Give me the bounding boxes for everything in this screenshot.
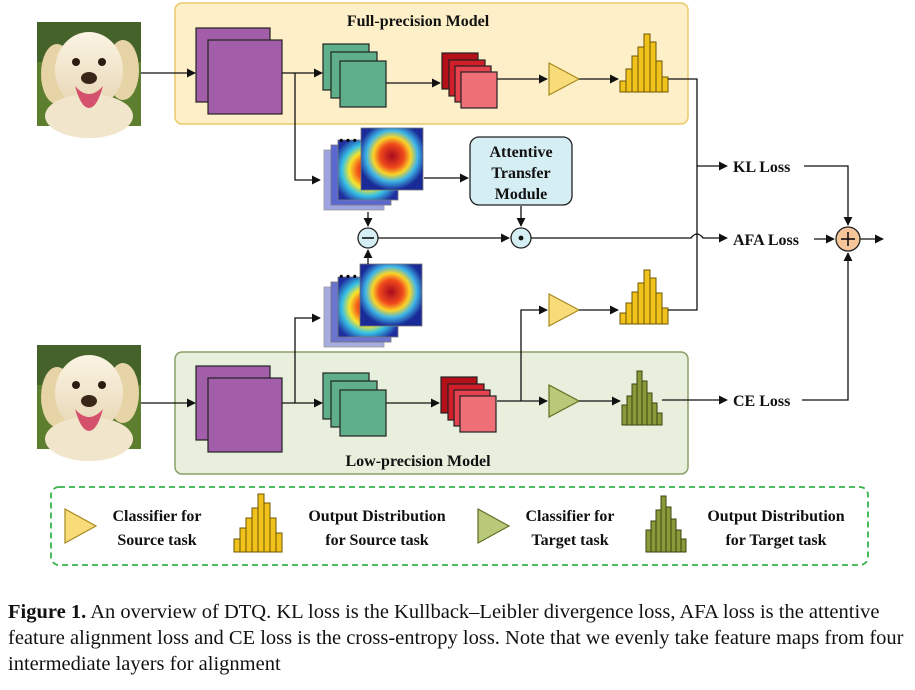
module-label-line3: Module xyxy=(495,186,547,203)
module-label-line2: Transfer xyxy=(491,165,550,182)
legend-source-classifier-line1: Classifier for xyxy=(112,508,201,525)
top-conv-block-purple xyxy=(195,27,283,115)
legend-target-histogram-icon xyxy=(645,495,687,553)
legend-source-classifier-icon xyxy=(64,507,98,545)
top-source-histogram-icon xyxy=(619,33,669,93)
low-precision-title: Low-precision Model xyxy=(345,453,491,470)
legend-target-classifier-line1: Classifier for xyxy=(525,508,614,525)
module-label-line1: Attentive xyxy=(489,144,552,161)
middle-source-classifier-icon xyxy=(548,293,581,327)
bottom-target-classifier-icon xyxy=(548,384,581,418)
bottom-conv-block-purple xyxy=(195,365,283,453)
legend-source-output-line1: Output Distribution xyxy=(308,508,445,525)
legend-source-output-line2: for Source task xyxy=(325,532,429,549)
top-conv-block-red xyxy=(441,52,498,109)
minus-operator-icon xyxy=(357,227,379,249)
legend-source-histogram-icon xyxy=(233,493,283,553)
afa-loss-label: AFA Loss xyxy=(733,232,799,249)
ce-loss-label: CE Loss xyxy=(733,393,790,410)
legend-target-output-line1: Output Distribution xyxy=(707,508,844,525)
top-heatmap-stack xyxy=(323,127,424,211)
connectors xyxy=(141,68,884,408)
legend-source-classifier-line2: Source task xyxy=(117,532,196,549)
top-source-classifier-icon xyxy=(548,62,581,96)
bottom-conv-block-green xyxy=(322,372,387,437)
dog-photo-top xyxy=(37,22,141,138)
middle-source-histogram-icon xyxy=(619,269,669,325)
top-heatmap-ellipsis: … xyxy=(338,125,358,147)
figure-label: Figure 1. xyxy=(8,601,87,623)
legend-target-output-line2: for Target task xyxy=(725,532,826,549)
dtq-overview-diagram: Full-precision Model Low-precision Model xyxy=(37,2,884,566)
kl-loss-label: KL Loss xyxy=(733,159,790,176)
caption-text: An overview of DTQ. KL loss is the Kullb… xyxy=(8,601,904,675)
figure-caption: Figure 1. An overview of DTQ. KL loss is… xyxy=(8,599,908,677)
dog-photo-bottom xyxy=(37,345,141,461)
attentive-transfer-module xyxy=(469,136,573,206)
full-precision-title: Full-precision Model xyxy=(347,13,490,30)
legend-target-classifier-line2: Target task xyxy=(531,532,608,549)
bottom-target-histogram-icon xyxy=(621,370,663,426)
bottom-heatmap-stack xyxy=(323,263,423,348)
bottom-heatmap-ellipsis: … xyxy=(338,261,358,283)
top-conv-block-green xyxy=(322,43,387,108)
dot-operator-icon xyxy=(510,227,532,249)
low-precision-panel xyxy=(174,351,689,475)
legend-box xyxy=(50,486,869,566)
legend-target-classifier-icon xyxy=(477,507,511,545)
bottom-conv-block-red xyxy=(440,376,497,433)
plus-operator-icon xyxy=(835,226,861,252)
full-precision-panel xyxy=(174,2,689,125)
